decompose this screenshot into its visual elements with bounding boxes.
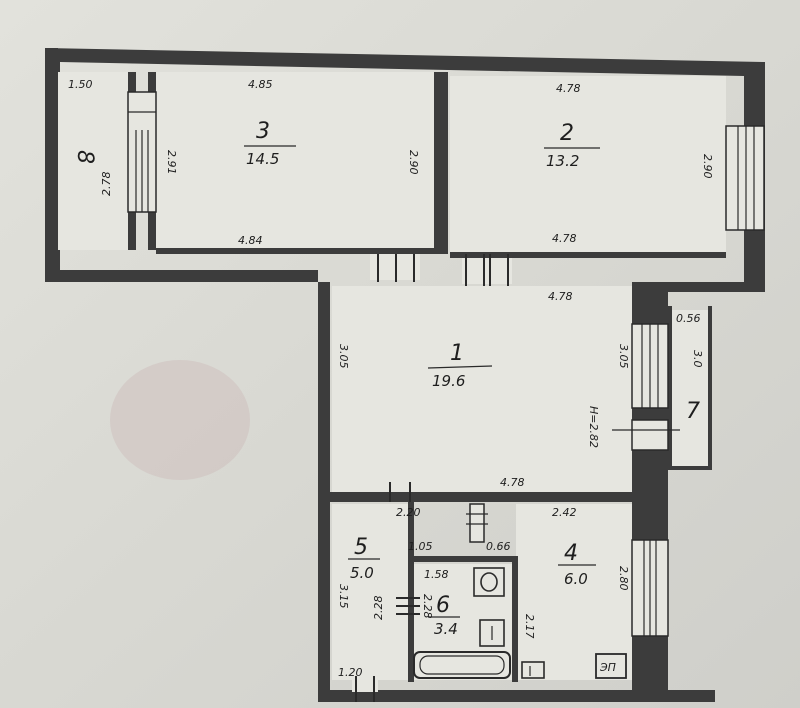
dimension-labels: 1.50 2.78 4.85 4.84 2.91 2.90 4.78 4.78 … xyxy=(68,78,714,679)
sink xyxy=(479,619,505,647)
room-2-number: 2 xyxy=(560,121,574,146)
dim-r2-top: 4.78 xyxy=(556,82,581,95)
room-1-number: 1 xyxy=(450,341,464,366)
room-6-area xyxy=(412,564,512,680)
room-8-number: 8 xyxy=(72,150,97,164)
dim-r5-side: 3.15 xyxy=(337,584,350,609)
room-2-label: 2 13.2 xyxy=(544,121,600,170)
room-6-number: 6 xyxy=(436,593,450,618)
dim-r4-top: 2.42 xyxy=(552,506,577,519)
stove-label: ЭП xyxy=(599,661,616,674)
room-8-area xyxy=(58,72,128,250)
dim-r3-bottom: 4.84 xyxy=(238,234,263,247)
dim-r6-left: 2.28 xyxy=(421,594,434,619)
door-room-1-bottom xyxy=(389,482,411,502)
dim-r4-top-left: 0.66 xyxy=(486,540,511,553)
dim-r4-side: 2.80 xyxy=(617,566,630,591)
room-5-area xyxy=(332,504,408,680)
dim-r1-height: H=2.82 xyxy=(587,406,600,448)
room-3-label: 3 14.5 xyxy=(244,119,296,168)
dim-r8-side: 2.78 xyxy=(100,172,113,197)
dim-r3-top: 4.85 xyxy=(248,78,273,91)
room-6-label: 6 3.4 xyxy=(428,593,460,638)
room-3-area xyxy=(156,72,434,248)
window-room-4 xyxy=(631,539,669,637)
dim-r6-right: 2.17 xyxy=(523,614,536,639)
dim-r1-top: 4.78 xyxy=(548,290,573,303)
dim-r2-right: 2.90 xyxy=(701,154,714,179)
dim-r1-right: 3.05 xyxy=(617,344,630,369)
door-room-3 xyxy=(370,254,420,282)
room-1-label: 1 19.6 xyxy=(427,341,493,390)
room-6-area-value: 3.4 xyxy=(434,620,458,638)
room-8-label: 8 xyxy=(72,150,97,164)
stove: ЭП xyxy=(595,653,627,679)
room-7-area xyxy=(672,310,708,470)
entrance-door xyxy=(352,676,378,702)
room-3-area-value: 14.5 xyxy=(246,150,279,168)
room-2-area-value: 13.2 xyxy=(546,152,579,170)
dim-r8-top: 1.50 xyxy=(68,78,93,91)
paper-stain xyxy=(110,360,250,480)
room-4-number: 4 xyxy=(564,541,578,566)
dim-r7-top: 0.56 xyxy=(676,312,701,325)
room-1-area xyxy=(332,286,632,492)
dim-r5-bottom: 1.20 xyxy=(338,666,363,679)
window-room-8 xyxy=(127,91,157,213)
room-5-number: 5 xyxy=(354,535,368,560)
dim-r7-side: 3.0 xyxy=(691,350,704,368)
room-5-label: 5 5.0 xyxy=(348,535,380,582)
kitchen-sink xyxy=(521,661,545,679)
window-balcony xyxy=(612,323,680,451)
door-room-6 xyxy=(396,597,420,615)
room-7-label: 7 xyxy=(686,399,700,424)
door-room-4 xyxy=(466,503,488,543)
room-1-area-value: 19.6 xyxy=(432,372,465,390)
room-4-label: 4 6.0 xyxy=(558,541,596,588)
dim-r1-left: 3.05 xyxy=(337,344,350,369)
room-5-area-value: 5.0 xyxy=(350,564,374,582)
room-2-area xyxy=(450,76,726,252)
dim-r1-bottom: 4.78 xyxy=(500,476,525,489)
dim-r3-left: 2.91 xyxy=(165,150,178,175)
room-3-number: 3 xyxy=(256,119,270,144)
dim-r5-top-left: 2.20 xyxy=(396,506,421,519)
toilet xyxy=(473,567,505,597)
room-4-area-value: 6.0 xyxy=(564,570,588,588)
room-4-area xyxy=(516,504,632,680)
dim-r2-bottom: 4.78 xyxy=(552,232,577,245)
dim-r6-top: 1.58 xyxy=(424,568,449,581)
dim-r3-right: 2.90 xyxy=(407,150,420,175)
dim-r5-inner: 2.28 xyxy=(372,596,385,621)
dim-r5-top-mid: 1.05 xyxy=(408,540,433,553)
door-room-2 xyxy=(462,254,512,286)
room-7-number: 7 xyxy=(686,399,700,424)
bathtub xyxy=(413,651,511,679)
window-room-2 xyxy=(725,125,765,231)
